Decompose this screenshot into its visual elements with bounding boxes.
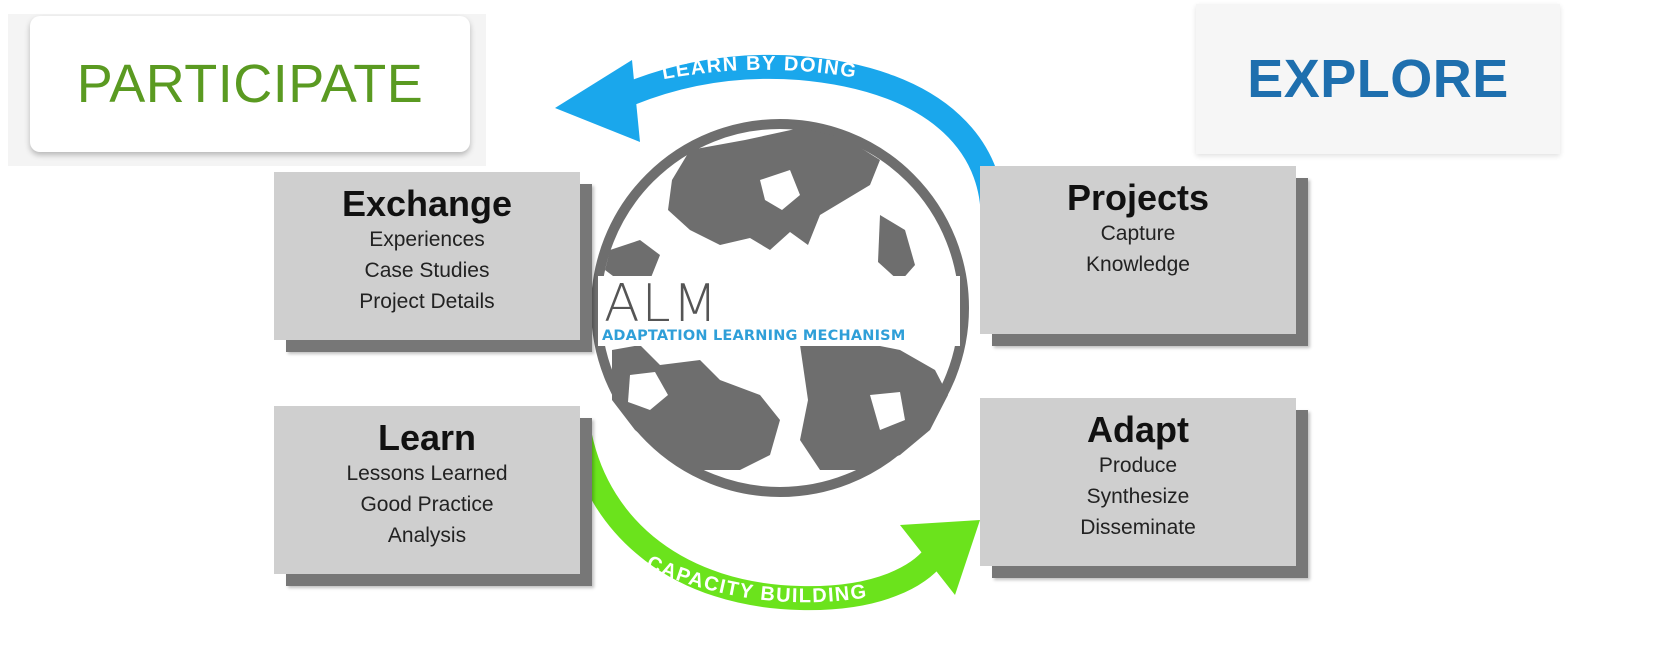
projects-line: Capture bbox=[1100, 222, 1176, 245]
explore-panel: EXPLORE bbox=[1196, 4, 1560, 154]
exchange-line: Case Studies bbox=[364, 259, 490, 282]
arrowhead-left-icon bbox=[555, 60, 640, 142]
projects-box: Projects Capture Knowledge bbox=[980, 166, 1296, 334]
adapt-line: Disseminate bbox=[1080, 516, 1196, 539]
learn-line: Lessons Learned bbox=[346, 462, 508, 485]
projects-line: Knowledge bbox=[1086, 253, 1190, 276]
participate-panel: PARTICIPATE bbox=[8, 14, 486, 166]
participate-label: PARTICIPATE bbox=[76, 54, 424, 114]
learn-title: Learn bbox=[377, 417, 477, 458]
exchange-title: Exchange bbox=[341, 183, 513, 224]
learn-line: Analysis bbox=[387, 524, 467, 547]
adapt-line: Synthesize bbox=[1086, 485, 1190, 508]
arrowhead-right-icon bbox=[900, 520, 980, 595]
learn-line: Good Practice bbox=[360, 493, 494, 516]
learn-box: Learn Lessons Learned Good Practice Anal… bbox=[274, 406, 580, 574]
exchange-line: Project Details bbox=[359, 290, 495, 313]
adapt-line: Produce bbox=[1098, 454, 1178, 477]
explore-label: EXPLORE bbox=[1247, 49, 1509, 109]
participate-label-card: PARTICIPATE bbox=[30, 16, 470, 152]
alm-logo-banner: ALM ADAPTATION LEARNING MECHANISM bbox=[598, 274, 960, 346]
projects-title: Projects bbox=[1066, 177, 1210, 218]
alm-tagline: ADAPTATION LEARNING MECHANISM bbox=[602, 328, 906, 344]
exchange-line: Experiences bbox=[369, 228, 485, 251]
alm-logo: ALM bbox=[604, 274, 720, 334]
adapt-box: Adapt Produce Synthesize Disseminate bbox=[980, 398, 1296, 566]
exchange-box: Exchange Experiences Case Studies Projec… bbox=[274, 172, 580, 340]
adapt-title: Adapt bbox=[1087, 409, 1189, 450]
